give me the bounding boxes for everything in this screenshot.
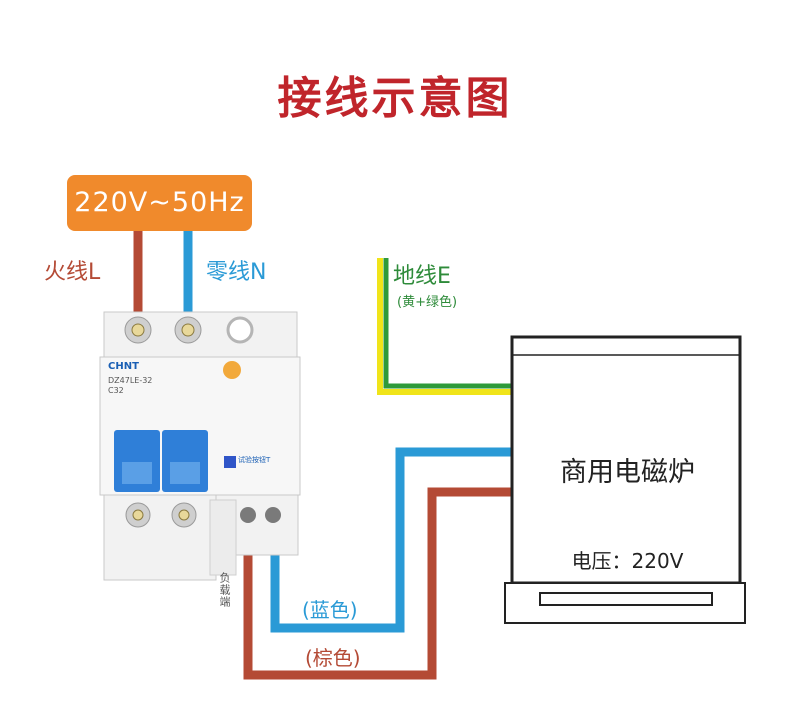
brown-wire-label: (棕色) — [305, 646, 361, 670]
induction-cooker — [504, 335, 746, 624]
breaker-model: DZ47LE-32 — [108, 376, 153, 385]
power-source-label: 220V~50Hz — [67, 175, 252, 231]
breaker-rating: C32 — [108, 386, 124, 395]
circuit-breaker — [99, 311, 301, 581]
terminal-screw-icon — [265, 507, 281, 523]
brown-wire-out — [243, 487, 515, 680]
indicator-light-icon — [223, 361, 241, 379]
diagram-title: 接线示意图 — [277, 73, 513, 124]
blue-wire-out — [270, 447, 515, 633]
test-button-icon — [224, 456, 236, 468]
test-button-label: 试验按钮T — [238, 456, 271, 464]
terminal-hole-icon — [226, 316, 254, 344]
ground-wire-label: 地线E — [393, 264, 451, 289]
live-wire-label: 火线L — [44, 260, 101, 285]
ground-wire-note: (黄+绿色) — [397, 295, 458, 310]
device-voltage: 电压：220V — [571, 549, 684, 573]
breaker-brand: CHNT — [108, 361, 139, 372]
ground-wire-yellow — [377, 258, 515, 395]
device-name: 商用电磁炉 — [560, 457, 695, 488]
load-side-label: 负载端 — [218, 572, 231, 608]
blue-wire-label: (蓝色) — [302, 598, 358, 622]
ground-wire-green — [383, 258, 515, 389]
neutral-wire-label: 零线N — [206, 260, 267, 285]
terminal-screw-icon — [240, 507, 256, 523]
